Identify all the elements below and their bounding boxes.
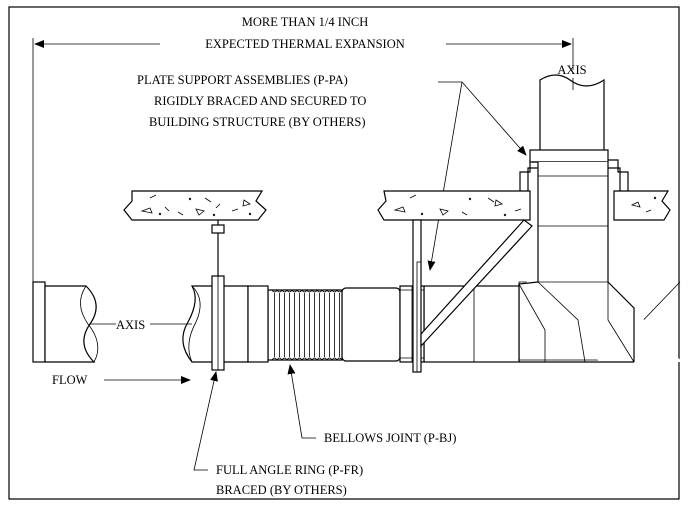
support-label-line2: RIGIDLY BRACED AND SECURED TO — [154, 94, 366, 108]
elbow-gore-2 — [537, 281, 586, 363]
bellows-ribs — [271, 289, 343, 361]
expansion-dimension: MORE THAN 1/4 INCH EXPECTED THERMAL EXPA… — [32, 15, 574, 282]
bellows-rib — [276, 289, 283, 361]
bellows-rib — [321, 289, 328, 361]
slab-right-texture — [393, 194, 657, 217]
vertical-duct-break — [539, 74, 605, 150]
axis-and-flow: AXIS FLOW — [52, 318, 192, 387]
bellows-rib — [286, 289, 293, 361]
duct-left-break-inner — [188, 285, 201, 363]
far-left-break-inner — [80, 285, 99, 363]
flow-label: FLOW — [52, 373, 88, 387]
support-plate-top — [529, 149, 609, 163]
ring-leader — [193, 371, 218, 471]
bellows-rib — [271, 289, 278, 361]
axis-label-right: AXIS — [557, 63, 586, 77]
ring-label-line2: BRACED (BY OTHERS) — [216, 483, 347, 497]
elbow-outer — [607, 281, 635, 362]
slab-right-a — [377, 190, 531, 221]
support-plate-flange — [416, 261, 422, 373]
bellows-rib — [331, 289, 338, 361]
bellows-rib — [326, 289, 333, 361]
ceiling-slab-right — [377, 190, 671, 221]
curb-right — [605, 159, 629, 191]
drawing-border — [8, 6, 680, 500]
bellows-rib — [336, 289, 343, 361]
bellows-rib — [296, 289, 303, 361]
far-left-flange — [32, 281, 46, 363]
expansion-label-line2: EXPECTED THERMAL EXPANSION — [205, 37, 405, 51]
ceiling-slab-left — [123, 190, 267, 278]
duct-collar — [341, 287, 401, 362]
duct-left-section — [182, 275, 269, 371]
duct-connector — [247, 285, 269, 363]
slab-left — [123, 190, 267, 221]
bellows-rib — [291, 289, 298, 361]
support-leader-lower — [427, 81, 463, 271]
vertical-duct-top: AXIS — [539, 63, 605, 150]
support-label-line1: PLATE SUPPORT ASSEMBLIES (P-PA) — [137, 73, 348, 87]
slab-right-b — [613, 190, 671, 221]
ring-callout: FULL ANGLE RING (P-FR) BRACED (BY OTHERS… — [193, 371, 363, 497]
hanger-plate — [211, 224, 225, 234]
bellows-rib — [311, 289, 318, 361]
bellows-rib — [301, 289, 308, 361]
bellows-rib — [316, 289, 323, 361]
elbow-gore-3 — [607, 282, 635, 363]
slab-left-texture — [140, 194, 252, 217]
far-left-duct — [44, 285, 97, 363]
bellows-joint — [267, 289, 343, 361]
duct-far-left — [32, 281, 99, 363]
plate-support-callout: PLATE SUPPORT ASSEMBLIES (P-PA) RIGIDLY … — [137, 73, 527, 271]
bellows-leader — [287, 364, 316, 439]
support-label-line3: BUILDING STRUCTURE (BY OTHERS) — [149, 115, 366, 129]
bellows-label: BELLOWS JOINT (P-BJ) — [324, 431, 456, 445]
bellows-rib — [306, 289, 313, 361]
axis-label-left: AXIS — [116, 318, 145, 332]
ring-label-line1: FULL ANGLE RING (P-FR) — [216, 463, 363, 477]
support-leader-upper — [461, 81, 527, 156]
bellows-callout: BELLOWS JOINT (P-BJ) — [287, 364, 456, 445]
elbow-gore-1 — [518, 283, 546, 362]
bellows-rib — [281, 289, 288, 361]
plate-support-bracing — [412, 219, 533, 373]
expansion-label-line1: MORE THAN 1/4 INCH — [242, 15, 369, 29]
